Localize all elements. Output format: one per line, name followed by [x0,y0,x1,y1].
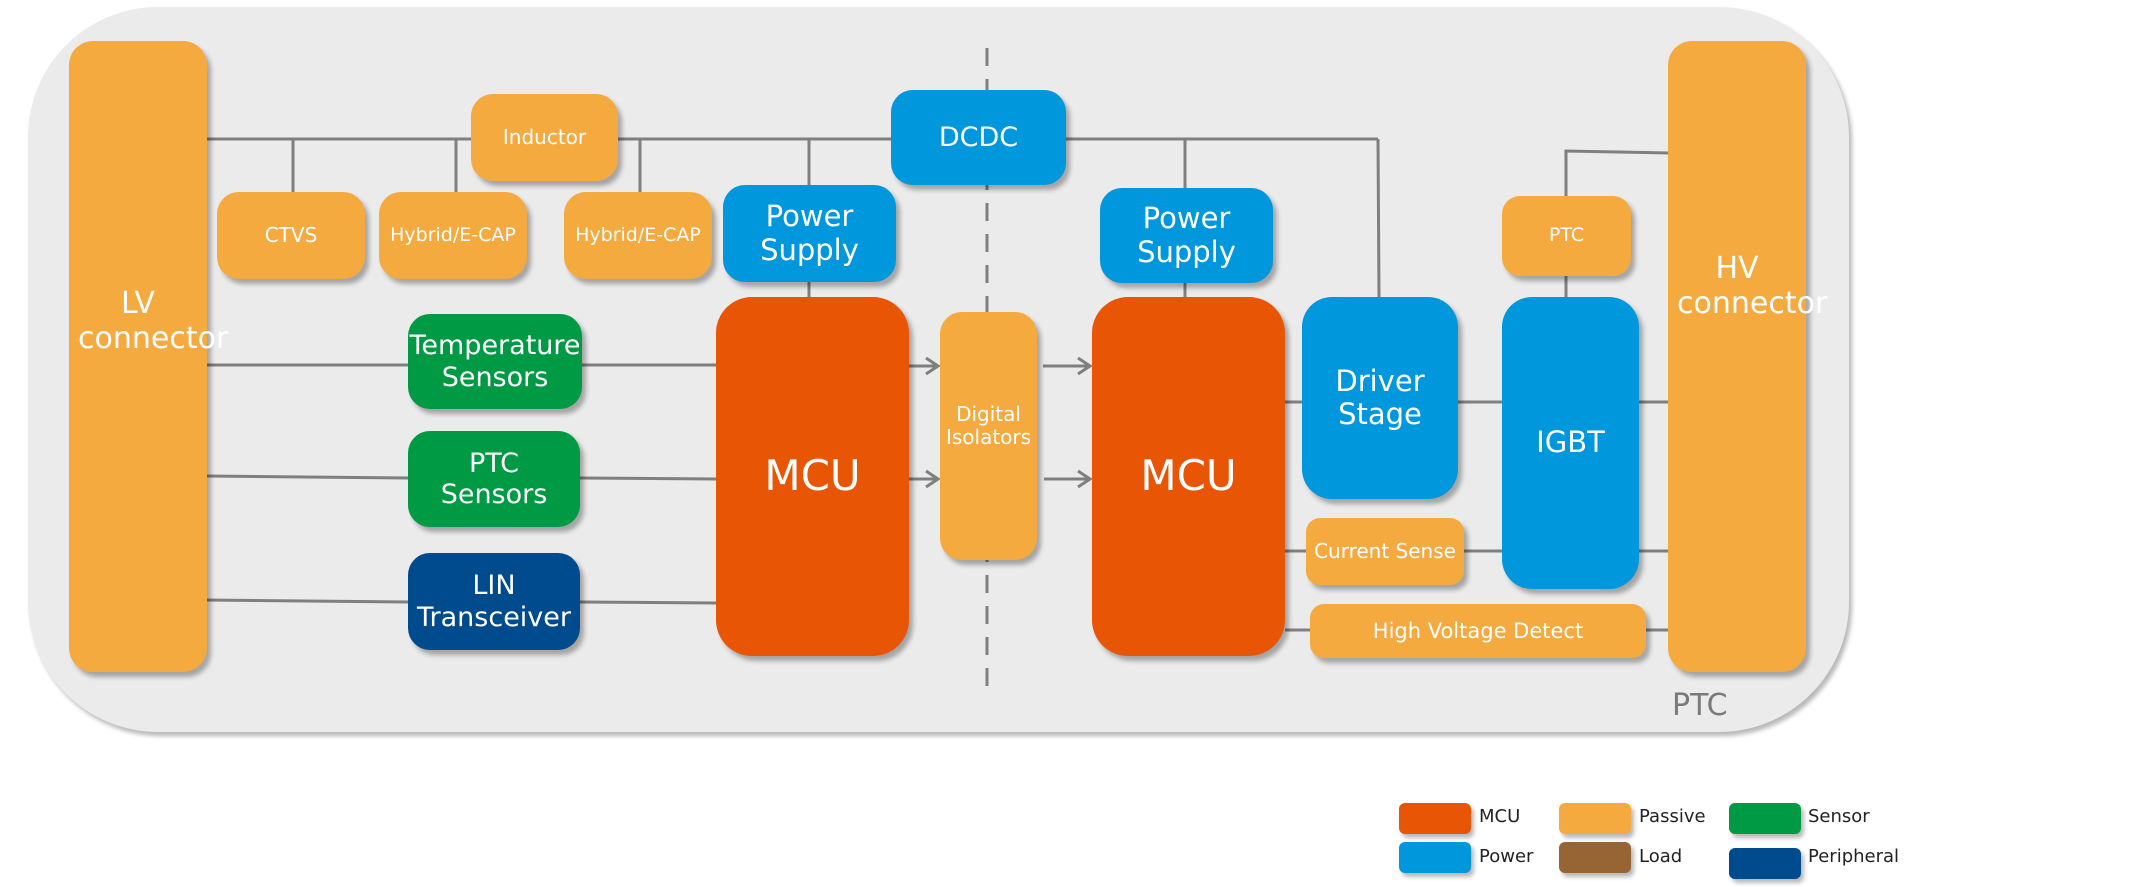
igbt-label: IGBT [1536,425,1605,460]
hv-connector-label: HV connector [1677,251,1828,321]
ctvs-label: CTVS [264,223,318,247]
hybrid-ecap-block-2: Hybrid/E-CAP [564,192,712,279]
wire-ptcsens-mcu1 [579,476,717,481]
ptc-block-label: PTC [1548,224,1585,247]
power-supply-label-1: Power Supply [760,199,859,267]
wire-hv-ptc [1564,149,1669,196]
current-sense-label: Current Sense [1314,539,1456,563]
mcu-label-2: MCU [1140,451,1237,501]
legend-label-peripheral: Peripheral [1808,846,1900,867]
legend-swatch-mcu [1399,803,1471,834]
legend-swatch-load [1559,842,1631,873]
ptc-sensors-label: PTC Sensors [440,447,548,510]
temperature-sensors-block: Temperature Sensors [408,314,582,409]
ptc-block: PTC [1502,196,1631,276]
power-supply-label-2: Power Supply [1137,201,1236,269]
temperature-sensors-label: Temperature Sensors [409,330,581,393]
wire-lv-lin [206,598,409,604]
current-sense-block: Current Sense [1306,518,1464,585]
hybrid-ecap-label-1: Hybrid/E-CAP [390,223,516,246]
lv-connector-label: LV connector [78,286,229,356]
hybrid-ecap-label-2: Hybrid/E-CAP [575,223,701,246]
igbt-block: IGBT [1502,297,1639,589]
wire-lin-mcu1 [579,600,717,605]
legend-label-load: Load [1639,846,1683,867]
legend-label-passive: Passive [1639,806,1706,827]
legend-label-mcu: MCU [1479,806,1521,827]
ctvs-block: CTVS [217,192,365,279]
digital-isolators-block: Digital Isolators [940,312,1037,560]
dcdc-block: DCDC [891,90,1066,185]
inductor-block: Inductor [471,94,618,181]
legend-label-power: Power [1479,846,1534,867]
high-voltage-detect-block: High Voltage Detect [1310,604,1646,658]
legend-swatch-peripheral [1729,848,1801,879]
power-supply-block-1: Power Supply [723,185,896,282]
inductor-label: Inductor [502,125,587,149]
mcu-block-1: MCU [716,297,909,656]
legend-swatch-power [1399,842,1471,873]
legend-swatch-sensor [1729,803,1801,834]
driver-stage-block: Driver Stage [1302,297,1458,499]
panel-title: PTC [1672,688,1728,723]
legend-label-sensor: Sensor [1808,806,1870,827]
wire-dcdc-driver [1376,138,1381,298]
hybrid-ecap-block-1: Hybrid/E-CAP [379,192,527,279]
lin-transceiver-label: LIN Transceiver [417,570,571,633]
mcu-label-1: MCU [764,451,861,501]
mcu-block-2: MCU [1092,297,1285,656]
ptc-sensors-block: PTC Sensors [408,431,580,527]
high-voltage-detect-label: High Voltage Detect [1372,618,1584,643]
dcdc-label: DCDC [938,121,1019,153]
digital-isolators-label: Digital Isolators [945,402,1032,449]
wire-lv-ptcsens [206,474,409,480]
legend-swatch-passive [1559,803,1631,834]
power-supply-block-2: Power Supply [1100,188,1273,283]
lv-connector: LV connector [69,41,229,672]
lin-transceiver-block: LIN Transceiver [408,553,580,650]
hv-connector: HV connector [1668,41,1828,672]
driver-stage-label: Driver Stage [1335,363,1425,431]
